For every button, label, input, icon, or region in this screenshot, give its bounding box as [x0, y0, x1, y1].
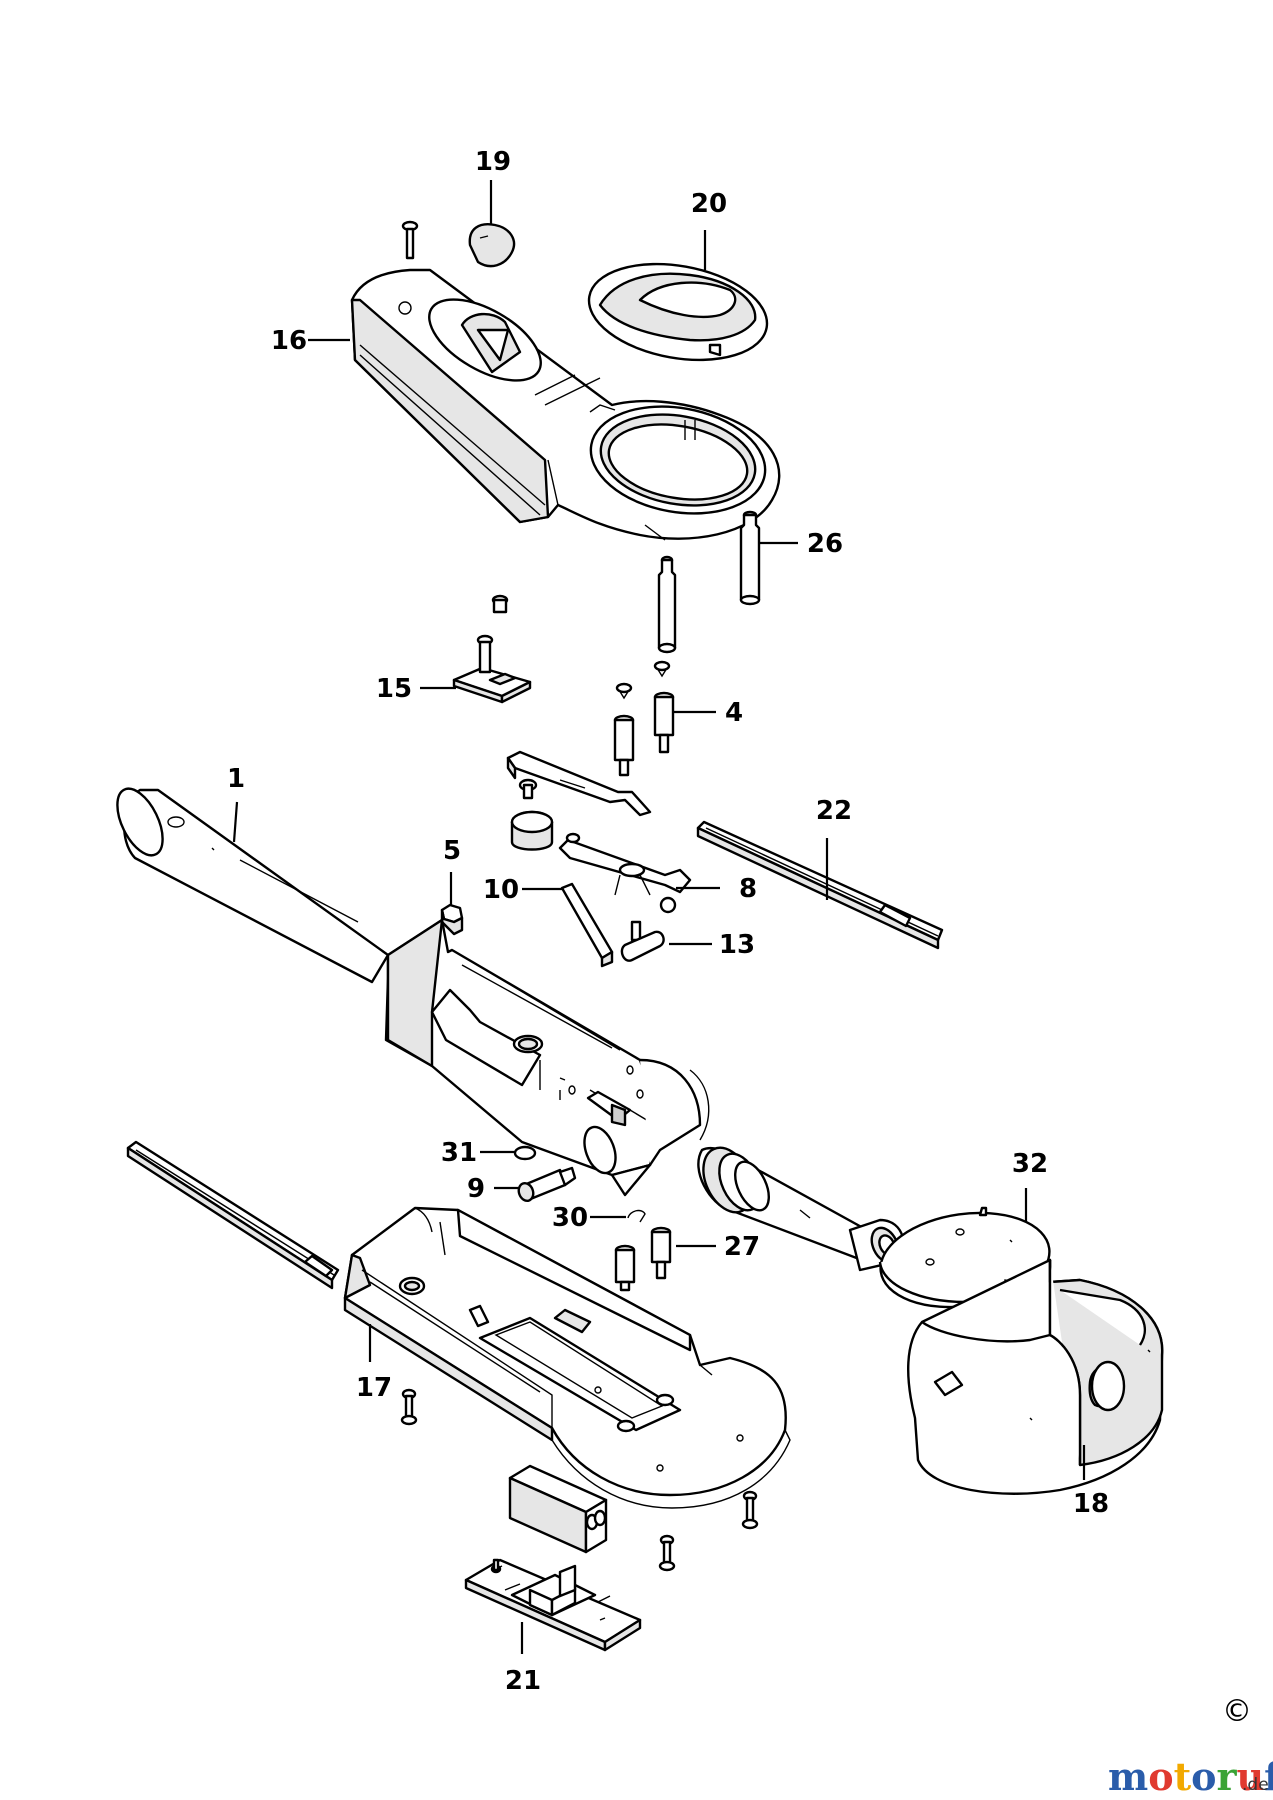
label-part-5: 5 [443, 836, 461, 866]
part-18-ring [907, 1258, 1164, 1495]
label-part-10: 10 [483, 875, 519, 905]
label-part-32: 32 [1012, 1149, 1048, 1179]
spacer-short [613, 682, 635, 777]
leader-lines [232, 180, 1086, 1654]
watermark-letter: o [1148, 1754, 1173, 1799]
part-27-spacer [650, 1226, 672, 1280]
copyright-symbol: © [1222, 1694, 1252, 1729]
part-19-button-cap [468, 223, 516, 268]
watermark-suffix: .de [1242, 1775, 1269, 1795]
part-spacer-long [657, 555, 677, 654]
part-21-battery-plate [464, 1558, 642, 1652]
watermark-letter: f [1264, 1754, 1273, 1799]
part-13-roll-pin [620, 930, 665, 962]
part-4-spacer [653, 660, 675, 754]
label-part-17: 17 [356, 1373, 392, 1403]
part-22-rail [696, 820, 944, 950]
part-10-pin [560, 882, 614, 968]
part-labels: 19 20 16 26 15 4 1 22 5 10 8 13 31 32 9 … [227, 147, 1109, 1696]
part-9-sleeve [517, 1166, 577, 1202]
left-rail [126, 1140, 340, 1290]
label-part-30: 30 [552, 1203, 588, 1233]
part-5-hex-nut [440, 903, 464, 936]
watermark-letter: o [1191, 1754, 1216, 1799]
label-part-1: 1 [227, 764, 245, 794]
part-30-circlip [627, 1209, 646, 1223]
label-part-27: 27 [724, 1232, 760, 1262]
battery [508, 1464, 608, 1554]
part-1-main-body [116, 787, 710, 1197]
label-part-8: 8 [739, 874, 757, 904]
watermark-letter: u [1237, 1754, 1265, 1799]
label-part-13: 13 [719, 930, 755, 960]
label-part-22: 22 [816, 796, 852, 826]
watermark-letter: t [1174, 1754, 1192, 1799]
label-part-9: 9 [467, 1174, 485, 1204]
label-part-18: 18 [1073, 1489, 1109, 1519]
sensor-linkage [506, 750, 692, 896]
watermark-letter: r [1217, 1754, 1238, 1799]
screw-top [401, 220, 419, 260]
screw-lower-right [741, 1490, 759, 1530]
spacer-lower-left [614, 1244, 636, 1292]
label-part-31: 31 [441, 1138, 477, 1168]
part-26-spacer [739, 510, 761, 606]
part-16-top-cover [350, 268, 781, 541]
part-20-cover-lid [587, 262, 769, 362]
leader-1 [232, 801, 239, 843]
part-17-lower-housing [343, 1206, 791, 1509]
label-part-4: 4 [725, 698, 743, 728]
part-15-sensor-board [452, 594, 532, 704]
label-part-21: 21 [505, 1666, 541, 1696]
label-part-15: 15 [376, 674, 412, 704]
screw-lower-mid [658, 1534, 676, 1572]
label-part-26: 26 [807, 529, 843, 559]
screw-housing [400, 1388, 418, 1426]
label-part-19: 19 [475, 147, 511, 177]
watermark-logo: motoruf .de [1108, 1754, 1273, 1799]
label-part-16: 16 [271, 326, 307, 356]
part-31-o-ring [513, 1145, 537, 1161]
watermark-letters: motoruf [1108, 1754, 1273, 1799]
label-part-20: 20 [691, 189, 727, 219]
watermark-letter: m [1108, 1754, 1148, 1799]
